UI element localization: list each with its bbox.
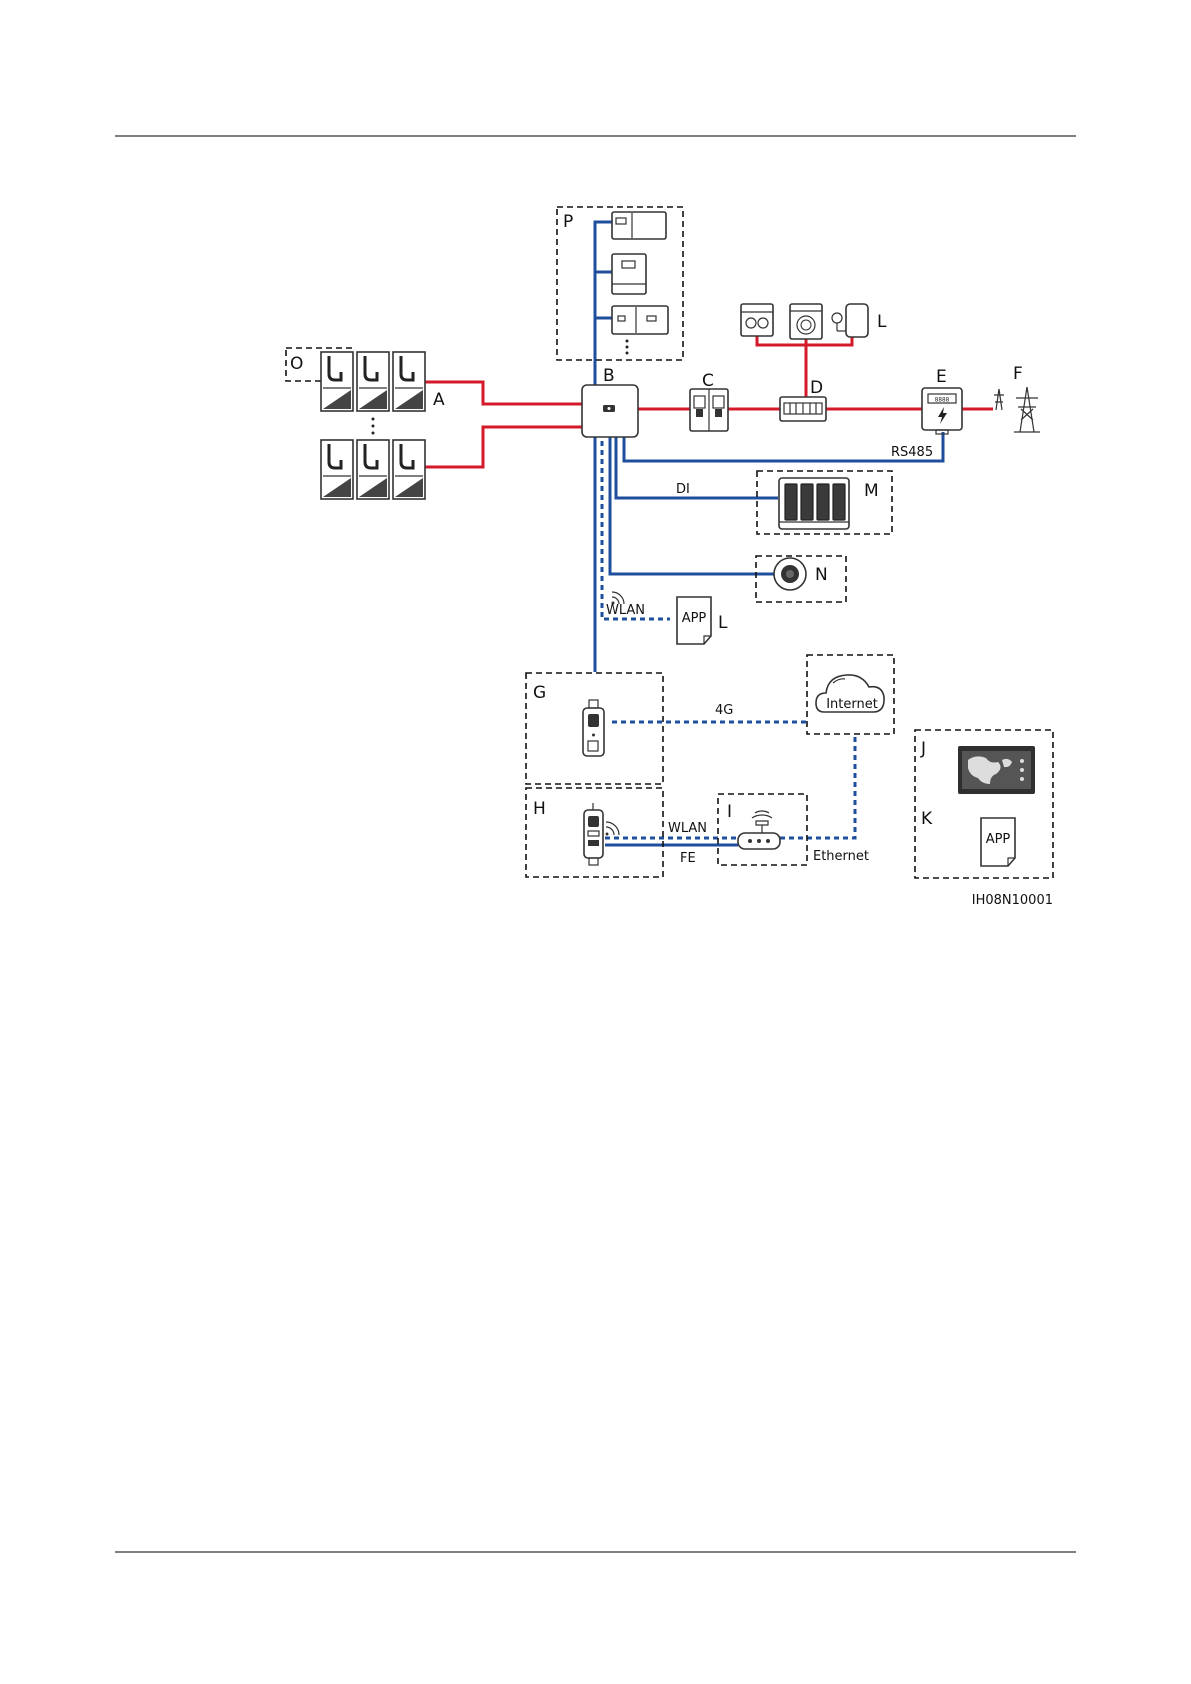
parallel-inverter-3 — [612, 306, 668, 334]
svg-text:8888: 8888 — [935, 397, 950, 404]
monitoring-screen-icon — [958, 746, 1035, 794]
link-label-rs485: RS485 — [891, 445, 933, 460]
figure-id: IH08N10001 — [972, 893, 1053, 908]
pv-panels-lower — [321, 440, 425, 499]
inverter-icon — [582, 385, 638, 437]
app-l-text: APP — [682, 611, 707, 626]
label-G: G — [533, 683, 546, 703]
pv-panels-upper — [321, 352, 425, 411]
link-label-di: DI — [676, 482, 690, 497]
water-heater-icon — [832, 304, 868, 337]
label-K: K — [921, 809, 933, 829]
label-O: O — [290, 354, 303, 374]
battery-icon — [779, 478, 849, 529]
label-E: E — [936, 367, 947, 387]
label-D: D — [810, 378, 823, 398]
link-label-4g: 4G — [715, 703, 733, 718]
label-C: C — [702, 371, 714, 391]
dishwasher-icon — [741, 304, 773, 336]
di-cable — [616, 432, 778, 498]
link-label-wlan-router: WLAN — [668, 821, 707, 836]
label-A: A — [433, 390, 445, 410]
distribution-box-icon — [780, 397, 826, 421]
pv-upper-cable — [425, 382, 582, 404]
parallel-inverter-2 — [612, 254, 646, 294]
label-I: I — [727, 802, 732, 822]
pv-lower-cable — [425, 427, 582, 467]
wlan-dongle-icon — [584, 803, 603, 865]
pv-ellipsis — [372, 418, 375, 435]
link-label-ethernet: Ethernet — [813, 849, 869, 864]
4g-dongle-icon — [583, 700, 604, 756]
ethernet-link — [780, 735, 855, 838]
washing-machine-icon — [790, 304, 822, 339]
label-L-loads: L — [877, 312, 887, 332]
smart-meter-icon: 8888 — [922, 388, 962, 434]
label-H: H — [533, 799, 546, 819]
label-J: J — [920, 739, 926, 759]
wifi-icon-dongle — [606, 822, 620, 836]
label-L-app: L — [718, 613, 728, 633]
router-icon — [738, 811, 780, 849]
label-F: F — [1013, 364, 1023, 384]
label-M: M — [864, 481, 879, 501]
breaker-icon — [690, 389, 728, 431]
label-P: P — [563, 212, 573, 232]
power-grid-tower-icon — [994, 387, 1040, 432]
label-N: N — [815, 565, 828, 585]
n-cable — [610, 432, 776, 574]
link-label-wlan-app: WLAN — [606, 603, 645, 618]
parallel-ellipsis — [626, 340, 629, 355]
emergency-stop-icon — [774, 558, 806, 590]
label-B: B — [603, 366, 615, 386]
app-k-text: APP — [986, 832, 1011, 847]
internet-text: Internet — [826, 697, 878, 712]
link-label-fe: FE — [680, 851, 696, 866]
parallel-inverter-1 — [612, 212, 666, 239]
